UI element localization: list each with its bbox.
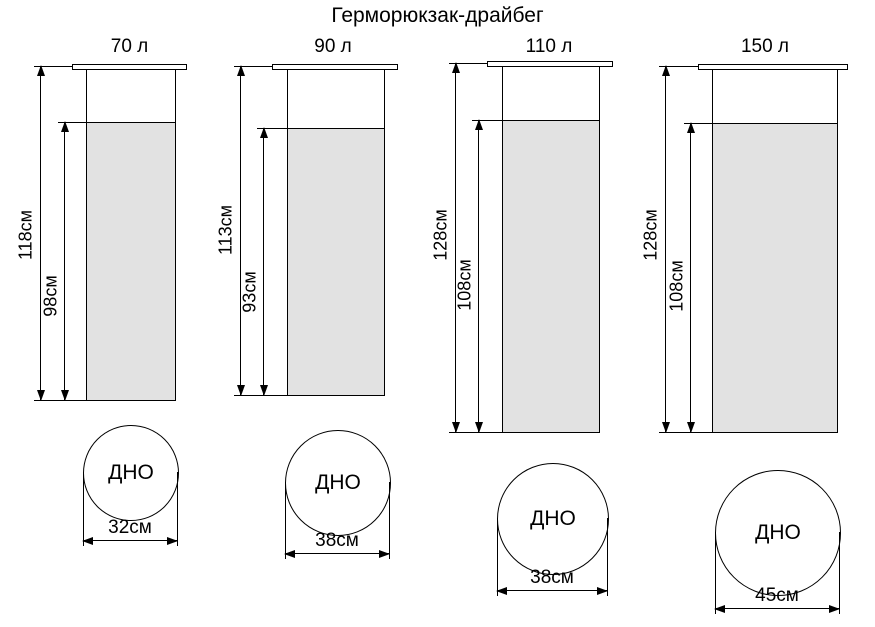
- extension-line: [83, 472, 84, 546]
- diameter-dimension-line: [714, 605, 840, 613]
- total-height-dimension-line: [662, 65, 670, 433]
- diameter-dimension-line: [496, 587, 608, 595]
- bottom-circle: ДНО: [285, 430, 391, 536]
- extension-line: [839, 532, 840, 614]
- body-height-label: 108см: [454, 259, 475, 311]
- diagram-title: Герморюкзак-драйбег: [331, 4, 544, 27]
- bag-body: [86, 70, 176, 401]
- bag-body: [712, 70, 838, 433]
- body-height-label: 108см: [666, 260, 687, 312]
- diameter-label: 32см: [108, 517, 152, 538]
- diameter-label: 38см: [315, 530, 359, 551]
- bottom-circle: ДНО: [497, 463, 609, 575]
- bottom-circle: ДНО: [715, 470, 841, 596]
- bottom-circle-label: ДНО: [315, 471, 361, 494]
- body-height-dimension-line: [260, 127, 268, 396]
- total-height-label: 118см: [15, 209, 36, 261]
- bottom-circle: ДНО: [83, 425, 179, 521]
- body-height-dimension-line: [475, 119, 483, 433]
- bag-body: [502, 67, 600, 433]
- extension-line: [659, 432, 712, 433]
- bag-fill: [288, 128, 384, 395]
- size-label: 150 л: [740, 36, 790, 57]
- total-height-label: 113см: [215, 204, 236, 256]
- size-label: 90 л: [314, 36, 352, 57]
- extension-line: [389, 482, 390, 559]
- bag-fill: [503, 120, 599, 432]
- total-height-dimension-line: [452, 62, 460, 433]
- extension-line: [497, 518, 498, 596]
- extension-line: [58, 122, 86, 123]
- extension-line: [449, 63, 487, 64]
- total-height-label: 128см: [430, 209, 451, 261]
- diameter-label: 38см: [530, 567, 574, 588]
- body-height-dimension-line: [61, 121, 69, 401]
- size-label: 70 л: [110, 36, 149, 57]
- bag-lid: [487, 61, 613, 67]
- bag-lid: [698, 64, 848, 70]
- size-label: 110 л: [525, 36, 573, 57]
- body-height-dimension-line: [687, 122, 695, 433]
- total-height-label: 128см: [640, 209, 661, 261]
- bag-lid: [272, 64, 398, 70]
- extension-line: [715, 532, 716, 614]
- total-height-dimension-line: [37, 65, 45, 401]
- bottom-circle-label: ДНО: [530, 507, 576, 530]
- extension-line: [659, 66, 698, 67]
- diameter-dimension-line: [284, 550, 390, 558]
- extension-line: [177, 472, 178, 546]
- total-height-dimension-line: [237, 65, 245, 396]
- bag-fill: [87, 122, 175, 400]
- extension-line: [34, 400, 86, 401]
- bottom-circle-label: ДНО: [108, 461, 154, 484]
- extension-line: [607, 518, 608, 596]
- extension-line: [684, 123, 712, 124]
- bag-body: [287, 70, 385, 396]
- extension-line: [257, 128, 287, 129]
- body-height-label: 98см: [40, 275, 61, 317]
- bag-fill: [713, 123, 837, 432]
- bottom-circle-label: ДНО: [755, 521, 801, 544]
- body-height-label: 93см: [239, 271, 260, 313]
- bag-lid: [72, 64, 187, 70]
- extension-line: [472, 120, 502, 121]
- extension-line: [234, 66, 272, 67]
- extension-line: [34, 66, 72, 67]
- diameter-dimension-line: [82, 537, 178, 545]
- diameter-label: 45см: [755, 585, 799, 606]
- extension-line: [285, 482, 286, 559]
